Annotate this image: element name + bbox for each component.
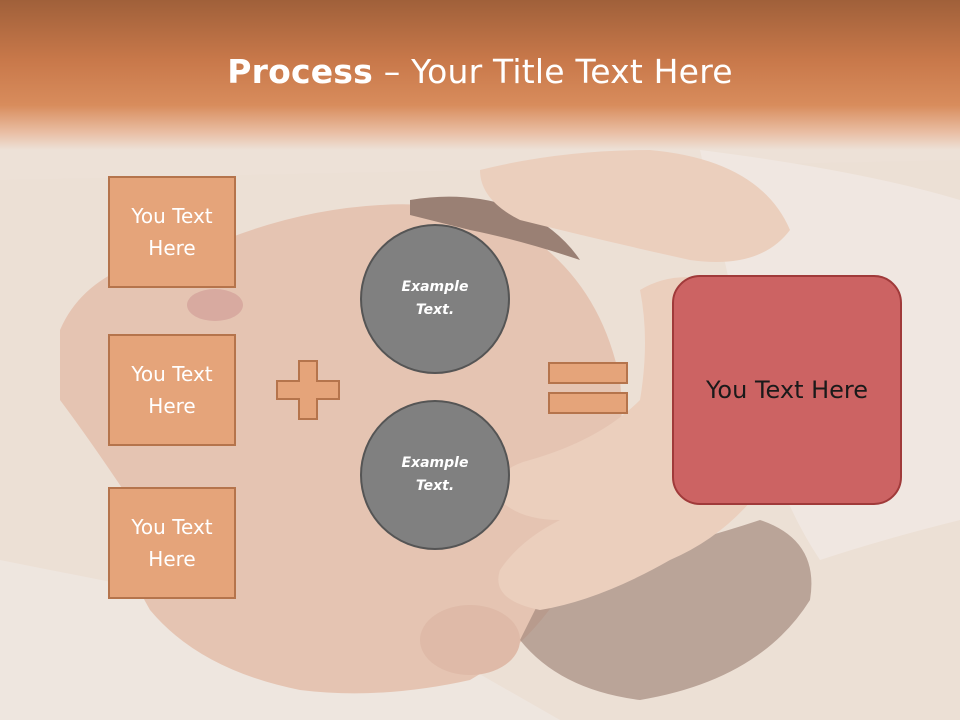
text-box-3[interactable]: You Text Here bbox=[108, 487, 236, 599]
header-band bbox=[0, 0, 960, 150]
title-dash: – bbox=[373, 52, 412, 91]
equals-icon bbox=[548, 362, 628, 414]
text-box-2[interactable]: You Text Here bbox=[108, 334, 236, 446]
title-bold: Process bbox=[227, 52, 373, 91]
plus-icon bbox=[276, 360, 340, 420]
slide-title: Process – Your Title Text Here bbox=[0, 52, 960, 91]
example-circle-1[interactable]: Example Text. bbox=[360, 224, 510, 374]
title-text: Your Title Text Here bbox=[411, 52, 733, 91]
result-box[interactable]: You Text Here bbox=[672, 275, 902, 505]
text-box-1[interactable]: You Text Here bbox=[108, 176, 236, 288]
example-circle-2[interactable]: Example Text. bbox=[360, 400, 510, 550]
